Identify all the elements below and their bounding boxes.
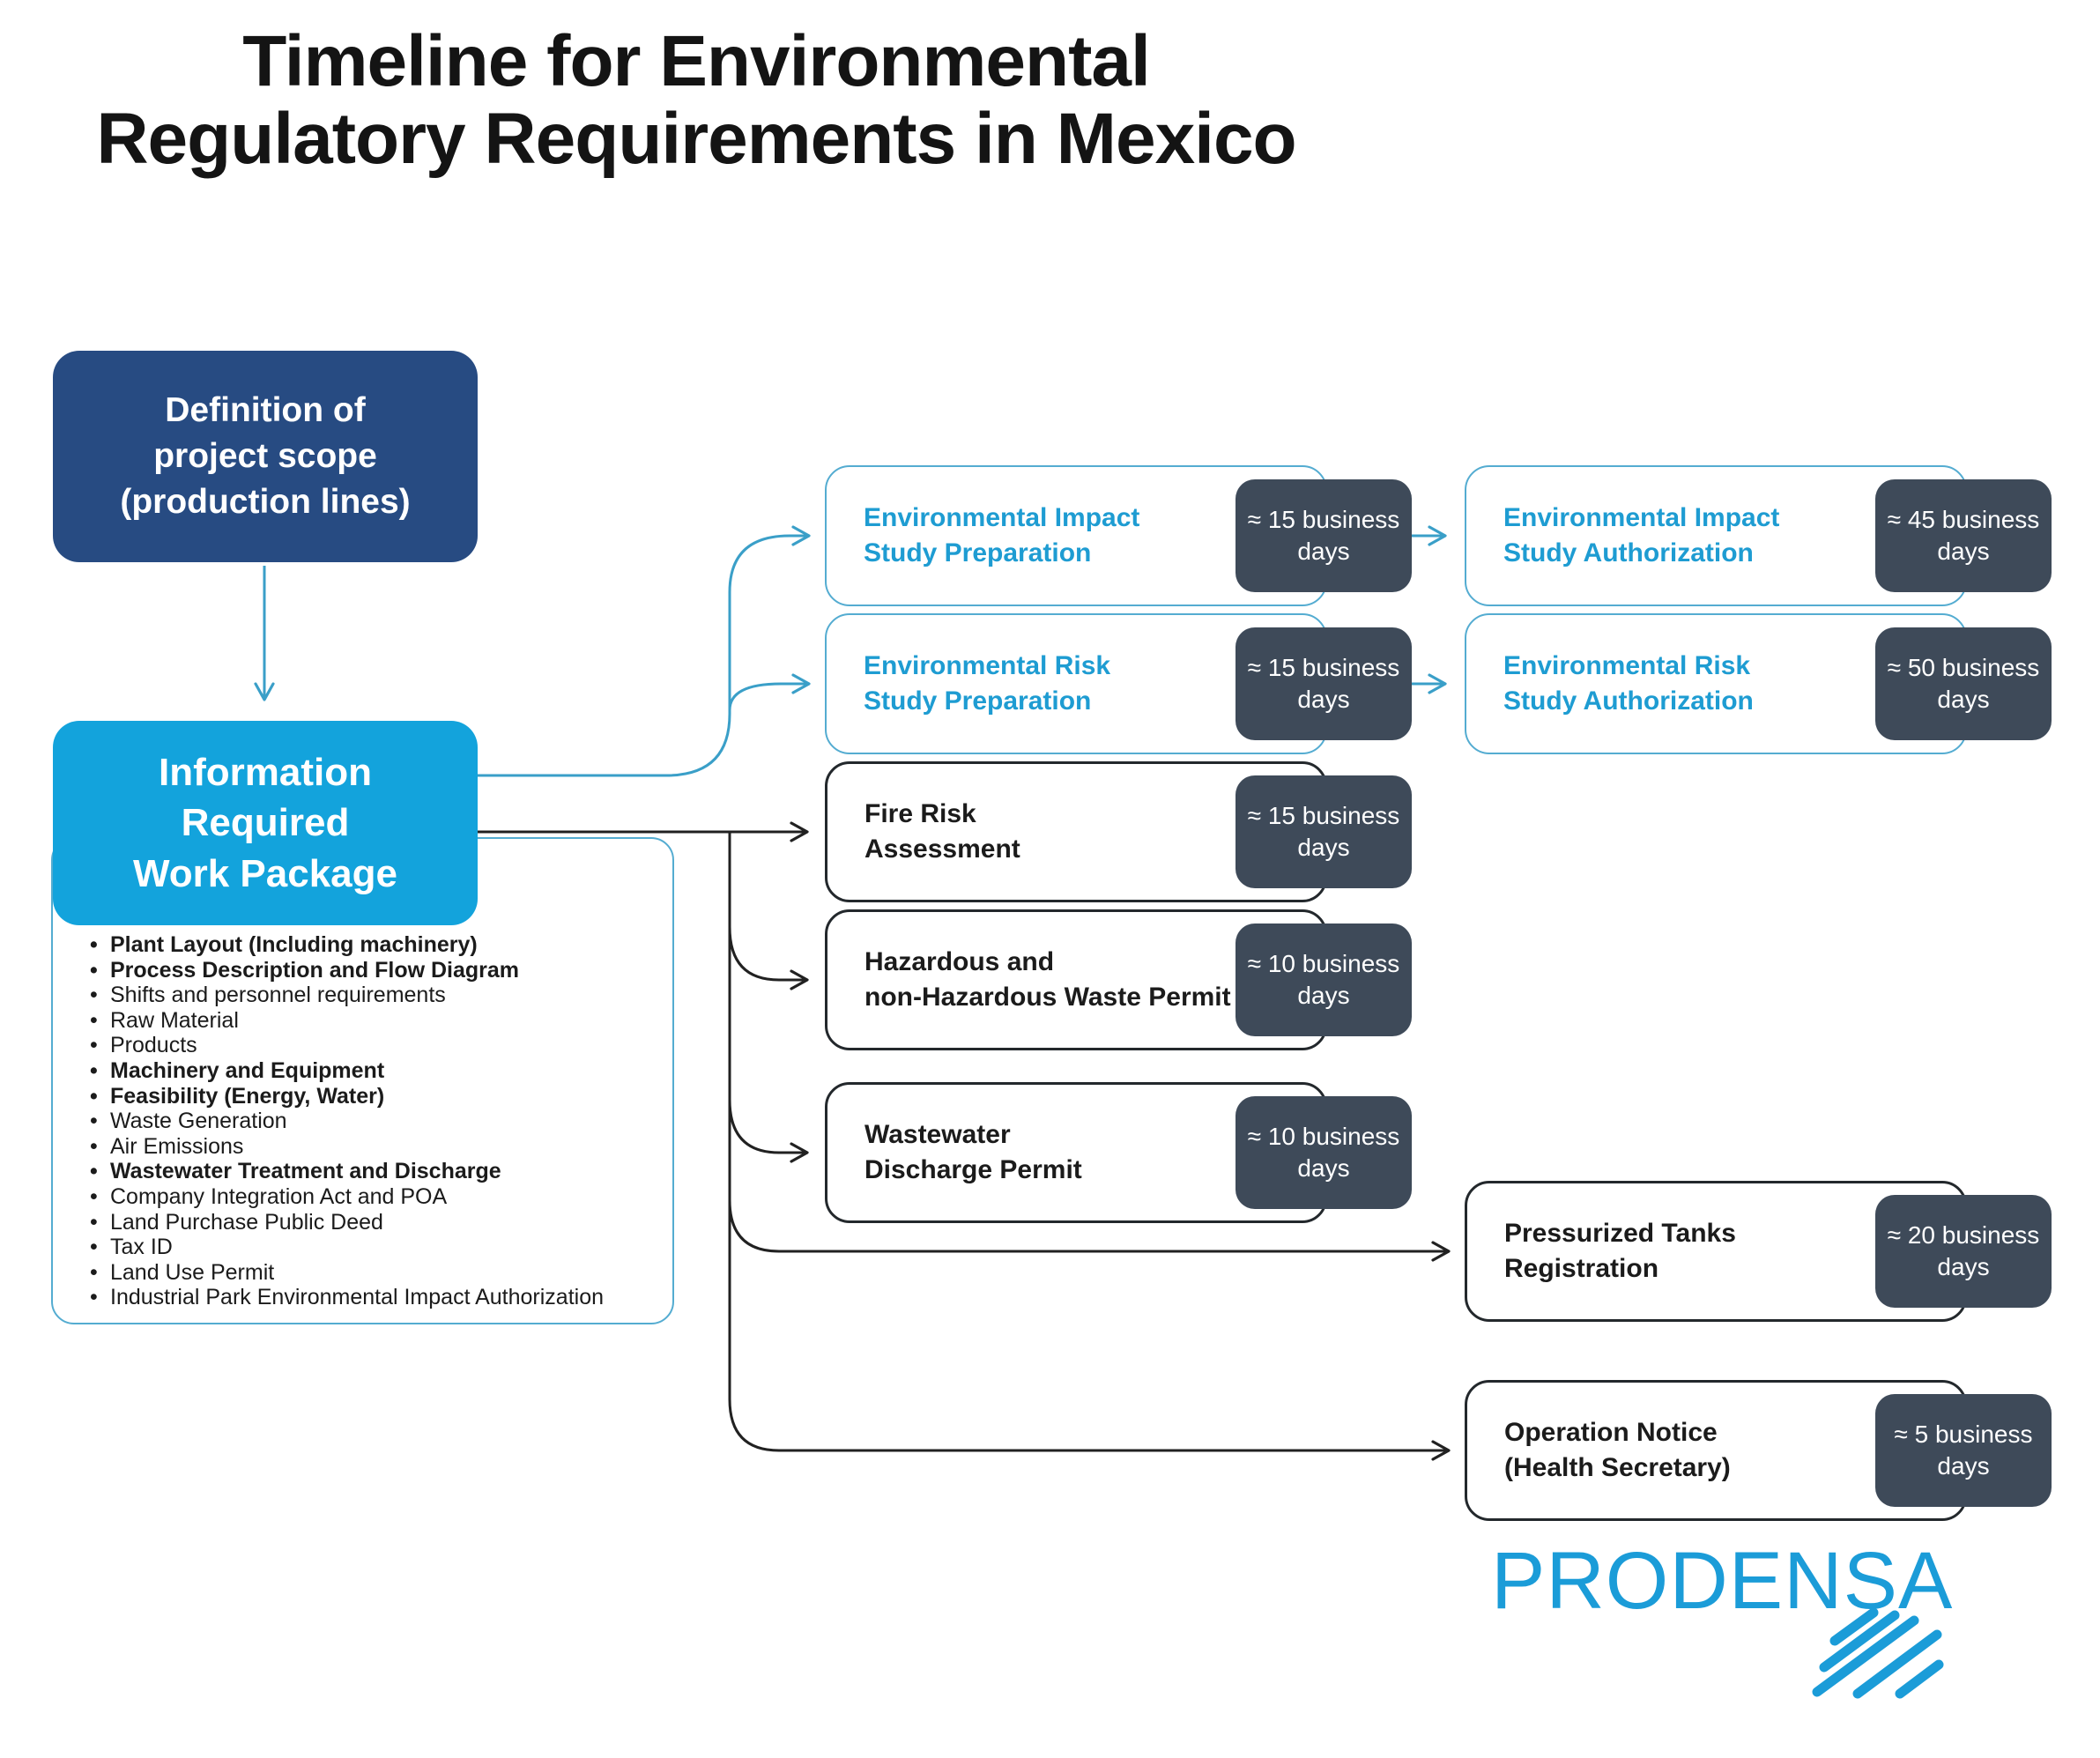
step-title-line: Fire Risk bbox=[864, 799, 976, 829]
list-item: Raw Material bbox=[88, 1008, 651, 1034]
definition-box-line3: (production lines) bbox=[120, 483, 411, 522]
duration-badge: ≈ 15 business days bbox=[1236, 627, 1412, 740]
step-title-line: Assessment bbox=[864, 834, 1020, 864]
definition-box-line1: Definition of bbox=[165, 390, 366, 429]
step-title-line: non-Hazardous Waste Permit bbox=[864, 983, 1231, 1012]
list-item: Feasibility (Energy, Water) bbox=[88, 1084, 651, 1109]
information-required-list: Plant Layout (Including machinery) Proce… bbox=[53, 839, 672, 1310]
arrow-to-operation-notice bbox=[728, 832, 1451, 1461]
list-item: Wastewater Treatment and Discharge bbox=[88, 1159, 651, 1184]
arrow-to-pressurized-tanks bbox=[728, 1199, 1451, 1262]
step-title-line: Study Preparation bbox=[864, 686, 1092, 716]
definition-box-line2: project scope bbox=[153, 436, 377, 475]
duration-badge: ≈ 20 business days bbox=[1875, 1195, 2052, 1308]
list-item: Plant Layout (Including machinery) bbox=[88, 932, 651, 958]
duration-badge: ≈ 5 business days bbox=[1875, 1394, 2052, 1507]
step-title-line: Registration bbox=[1504, 1254, 1659, 1283]
list-item: Process Description and Flow Diagram bbox=[88, 958, 651, 983]
step-title-line: Environmental Impact bbox=[864, 503, 1140, 533]
arrow-to-hazardous-waste bbox=[728, 926, 809, 990]
step-title-line: Environmental Risk bbox=[864, 651, 1111, 681]
information-required-box: Information Required Work Package bbox=[53, 721, 478, 925]
arrow-to-env-risk-prep bbox=[728, 673, 811, 711]
step-title-line: Wastewater bbox=[864, 1120, 1011, 1150]
step-title-line: Study Authorization bbox=[1503, 686, 1754, 716]
step-title-line: (Health Secretary) bbox=[1504, 1453, 1731, 1482]
list-item: Land Purchase Public Deed bbox=[88, 1210, 651, 1235]
duration-badge: ≈ 50 business days bbox=[1875, 627, 2052, 740]
arrow-to-env-impact-prep bbox=[476, 525, 811, 777]
duration-badge: ≈ 15 business days bbox=[1236, 479, 1412, 592]
list-item: Products bbox=[88, 1033, 651, 1058]
list-item: Industrial Park Environmental Impact Aut… bbox=[88, 1285, 651, 1310]
list-item: Air Emissions bbox=[88, 1134, 651, 1160]
list-item: Waste Generation bbox=[88, 1109, 651, 1134]
duration-badge: ≈ 15 business days bbox=[1236, 775, 1412, 888]
step-title-line: Discharge Permit bbox=[864, 1155, 1082, 1184]
info-box-line3: Work Package bbox=[132, 851, 397, 895]
step-title-line: Study Authorization bbox=[1503, 538, 1754, 567]
list-item: Shifts and personnel requirements bbox=[88, 983, 651, 1008]
definition-of-project-scope-box: Definition of project scope (production … bbox=[53, 351, 478, 562]
duration-badge: ≈ 10 business days bbox=[1236, 1096, 1412, 1209]
page-title-line1: Timeline for Environmental bbox=[242, 21, 1151, 101]
step-title-line: Pressurized Tanks bbox=[1504, 1219, 1736, 1249]
arrow-to-wastewater bbox=[728, 1099, 809, 1163]
info-box-line1: Information bbox=[159, 751, 372, 795]
step-title-line: Environmental Risk bbox=[1503, 651, 1751, 681]
list-item: Tax ID bbox=[88, 1235, 651, 1260]
step-title-line: Environmental Impact bbox=[1503, 503, 1780, 533]
step-title-line: Hazardous and bbox=[864, 947, 1055, 977]
duration-badge: ≈ 10 business days bbox=[1236, 924, 1412, 1036]
list-item: Company Integration Act and POA bbox=[88, 1184, 651, 1210]
prodensa-logo: PRODENSA bbox=[1491, 1536, 1954, 1626]
duration-badge: ≈ 45 business days bbox=[1875, 479, 2052, 592]
page-title-line2: Regulatory Requirements in Mexico bbox=[96, 98, 1296, 179]
step-title-line: Operation Notice bbox=[1504, 1418, 1718, 1448]
step-title-line: Study Preparation bbox=[864, 538, 1092, 567]
page-title: Timeline for Environmental Regulatory Re… bbox=[0, 23, 1392, 177]
info-box-line2: Required bbox=[181, 801, 350, 845]
prodensa-slashes-icon bbox=[1812, 1607, 1944, 1699]
list-item: Machinery and Equipment bbox=[88, 1058, 651, 1084]
list-item: Land Use Permit bbox=[88, 1260, 651, 1286]
